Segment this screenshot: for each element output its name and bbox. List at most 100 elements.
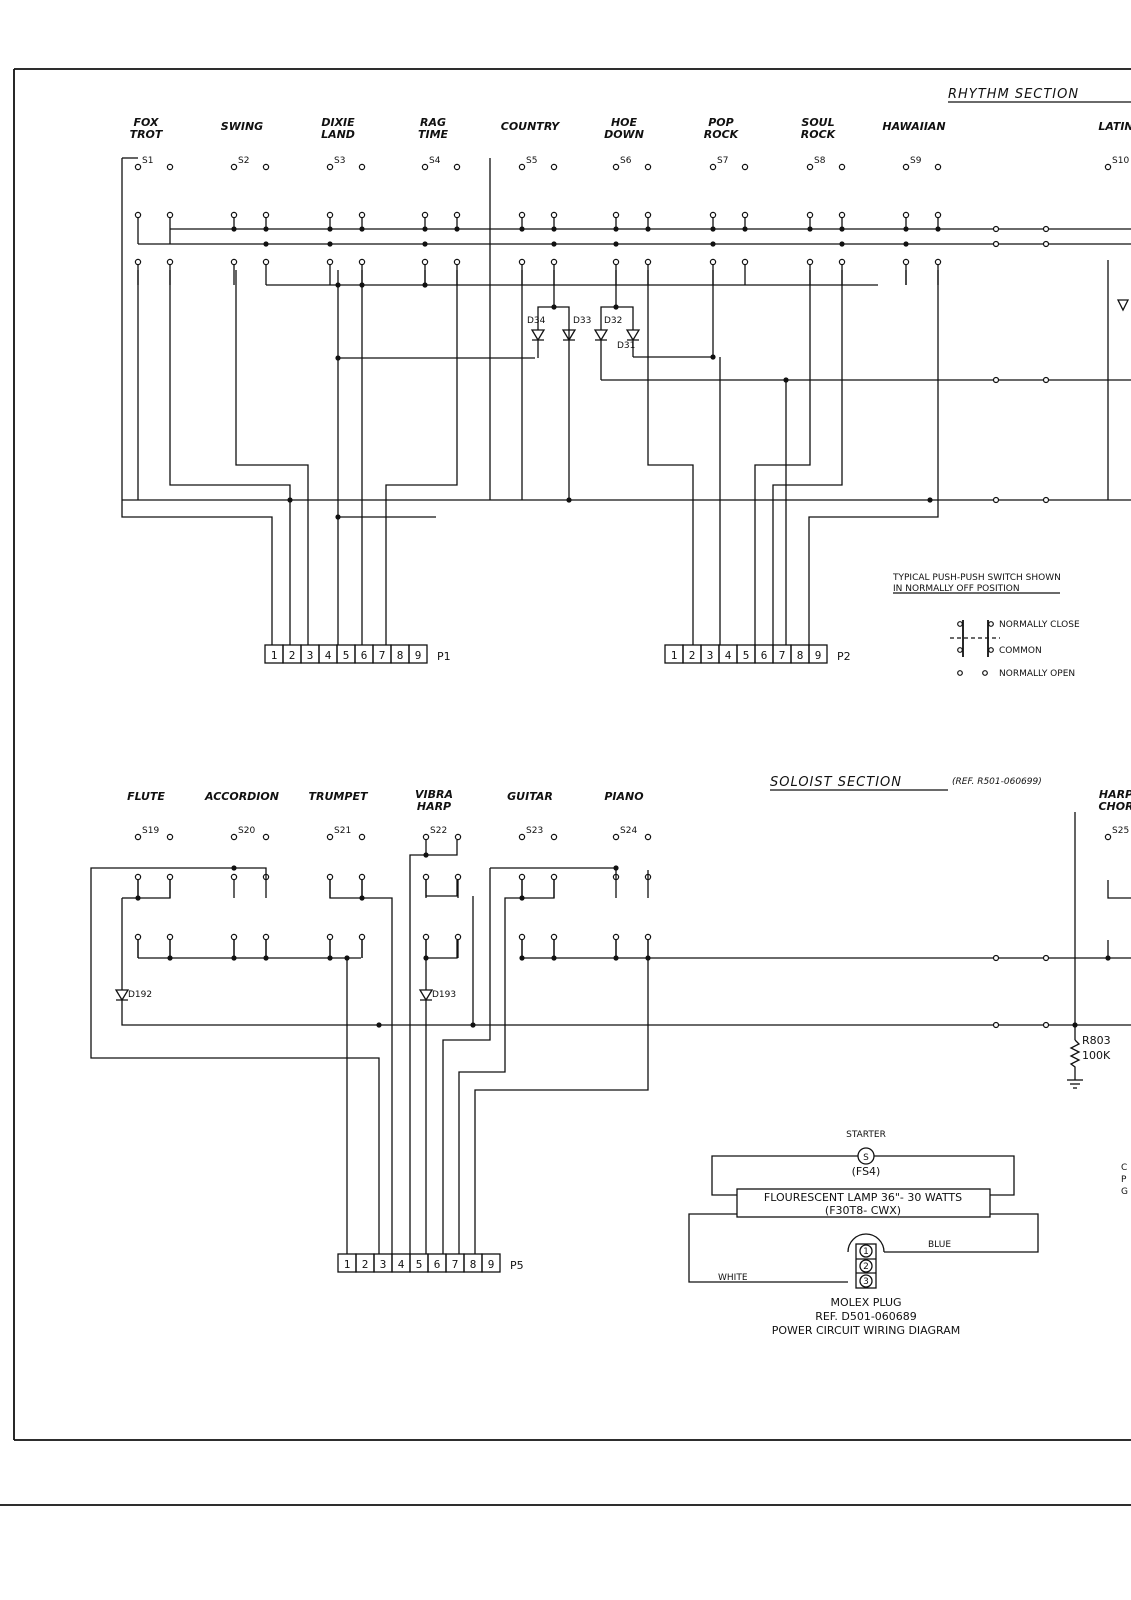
diode-d34-label: D34 — [527, 316, 546, 326]
diode-d32-label: D32 — [604, 316, 622, 326]
diode-d192-label: D192 — [128, 990, 152, 1000]
molex-ref: REF. D501-060689 — [815, 1310, 917, 1323]
resistor-value-label: 100K — [1082, 1049, 1111, 1062]
connector-p5-pin-number: 5 — [416, 1258, 423, 1271]
diode-d33-label: D33 — [573, 316, 591, 326]
soloist-label-s21: TRUMPET — [309, 790, 369, 803]
switch-s8[interactable] — [806, 163, 846, 171]
switch-legend: TYPICAL PUSH-PUSH SWITCH SHOWN IN NORMAL… — [892, 573, 1080, 679]
connector-p2-pin-9 — [808, 644, 828, 664]
rhythm-label-s9: HAWAIIAN — [882, 120, 945, 133]
switch-s5[interactable] — [518, 163, 558, 171]
switch-s1[interactable] — [134, 163, 174, 171]
connector-p1-pin-number: 1 — [271, 649, 278, 662]
connector-p5-pin-number: 3 — [380, 1258, 387, 1271]
connector-p2-pin-number: 3 — [707, 649, 714, 662]
connector-p1-pin-9 — [408, 644, 428, 664]
switch-s22[interactable] — [422, 833, 462, 841]
connector-p5-pin-number: 1 — [344, 1258, 351, 1271]
switch-id-s5: S5 — [526, 156, 537, 166]
connector-p2-pin-number: 9 — [815, 649, 822, 662]
plug-pin-2: 2 — [863, 1262, 869, 1272]
rhythm-wiring — [121, 157, 939, 645]
switch-id-s9: S9 — [910, 156, 922, 166]
edge-text-p: P — [1121, 1175, 1127, 1185]
switch-s25[interactable] — [1104, 833, 1131, 841]
switch-s19[interactable] — [134, 833, 174, 841]
wire-blue-label: BLUE — [928, 1240, 951, 1250]
connector-p5-pin-number: 6 — [434, 1258, 441, 1271]
switch-id-s4: S4 — [429, 156, 441, 166]
connector-p5-pin-number: 4 — [398, 1258, 405, 1271]
rhythm-right-contacts — [992, 225, 1109, 504]
diode-d31-label: D31 — [617, 341, 635, 351]
legend-common: COMMON — [999, 646, 1042, 656]
lamp-label: FLOURESCENT LAMP 36"- 30 WATTS — [764, 1191, 962, 1204]
soloist-right-contacts — [992, 954, 1050, 1029]
soloist-label-s19: FLUTE — [127, 790, 165, 803]
switch-id-s8: S8 — [814, 156, 826, 166]
connector-p2-pin-number: 5 — [743, 649, 750, 662]
switch-id-s10: S10 — [1112, 156, 1129, 166]
plug-pin-1: 1 — [863, 1247, 869, 1257]
switch-s10[interactable] — [1104, 163, 1131, 171]
switch-s24[interactable] — [612, 833, 652, 841]
soloist-section: SOLOIST SECTION (REF. R501-060699) FLUTE… — [90, 775, 1131, 1273]
connector-p5-label: P5 — [510, 1259, 524, 1272]
switch-s2[interactable] — [230, 163, 270, 171]
switch-id-s7: S7 — [717, 156, 728, 166]
connector-p2-pin-number: 6 — [761, 649, 768, 662]
starter-symbol-text: S — [863, 1153, 869, 1163]
legend-title-line1: TYPICAL PUSH-PUSH SWITCH SHOWN — [892, 573, 1061, 583]
rhythm-label-s2: SWING — [221, 120, 263, 133]
switch-id-s3: S3 — [334, 156, 345, 166]
edge-text: C P G — [1121, 1163, 1128, 1197]
connector-p1-pin-number: 2 — [289, 649, 296, 662]
switch-s7[interactable] — [709, 163, 749, 171]
switch-id-s25: S25 — [1112, 826, 1129, 836]
connector-p2-pin-number: 2 — [689, 649, 696, 662]
soloist-label-s23: GUITAR — [507, 790, 553, 803]
switch-id-s22: S22 — [430, 826, 447, 836]
edge-text-c: C — [1121, 1163, 1127, 1173]
switch-s4[interactable] — [421, 163, 461, 171]
soloist-label-s24: PIANO — [604, 790, 643, 803]
switch-s23[interactable] — [518, 833, 558, 841]
soloist-junction-dots — [135, 852, 1111, 1028]
switch-id-s21: S21 — [334, 826, 351, 836]
switch-s20[interactable] — [230, 833, 270, 841]
switch-s21[interactable] — [326, 833, 366, 841]
connector-p2-pin-number: 1 — [671, 649, 678, 662]
connector-p1-label: P1 — [437, 650, 451, 663]
connector-p1-pin-number: 3 — [307, 649, 314, 662]
soloist-label-s20: ACCORDION — [204, 790, 279, 803]
connector-p1-pin-number: 7 — [379, 649, 386, 662]
power-caption: POWER CIRCUIT WIRING DIAGRAM — [772, 1324, 961, 1337]
connector-p5-pin-number: 2 — [362, 1258, 369, 1271]
connector-p1-pin-number: 9 — [415, 649, 422, 662]
connector-p5-pin-number: 8 — [470, 1258, 477, 1271]
rhythm-diodes: D34 D33 D32 D31 — [527, 299, 1130, 380]
connector-p5-pin-number: 9 — [488, 1258, 495, 1271]
switch-s6[interactable] — [612, 163, 652, 171]
rhythm-label-s10: LATIN — [1098, 120, 1131, 133]
rhythm-junction-dots — [231, 226, 941, 520]
switch-s3[interactable] — [326, 163, 366, 171]
legend-normally-open: NORMALLY OPEN — [999, 669, 1075, 679]
switch-s9[interactable] — [902, 163, 942, 171]
switch-id-s6: S6 — [620, 156, 632, 166]
switch-id-s23: S23 — [526, 826, 543, 836]
plug-pin-3: 3 — [863, 1277, 869, 1287]
connector-p2-label: P2 — [837, 650, 851, 663]
connector-p2-pin-number: 4 — [725, 649, 732, 662]
starter-label: STARTER — [846, 1130, 886, 1140]
